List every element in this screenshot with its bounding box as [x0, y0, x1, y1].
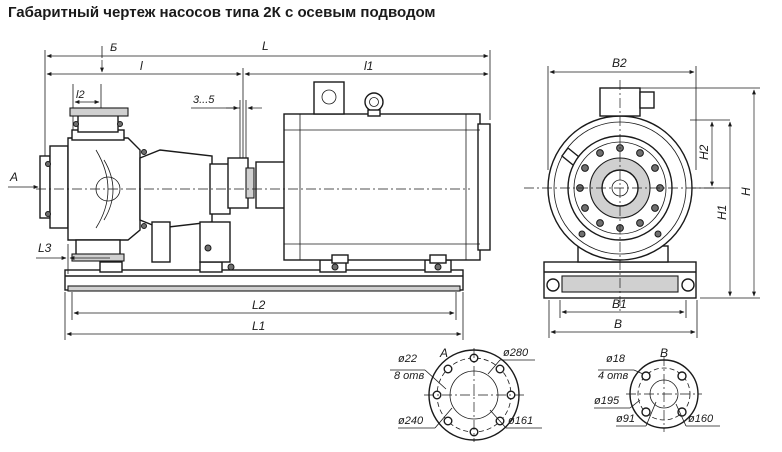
flange-a-hole-dia: ø22: [398, 353, 417, 365]
flange-b-hole-dia: ø18: [606, 353, 626, 365]
dim-b-small-label: Б: [110, 42, 117, 54]
baseplate: [64, 259, 464, 292]
flange-a-hole-count: 8 отв: [394, 370, 424, 382]
inlet-arrow: A: [8, 170, 39, 189]
dim-l2-bottom-label: L2: [252, 298, 266, 312]
dim-h2-label: H2: [697, 144, 711, 160]
top-dimensions: Б L l l1 l2 3...5: [44, 39, 491, 162]
end-view: B2 H2 H1 H B1 B: [524, 56, 760, 338]
flange-a: A ø22 8 отв ø280 ø240 ø161: [390, 346, 542, 442]
dim-h-label: H: [739, 187, 753, 196]
dim-l3: L3: [36, 241, 110, 274]
flange-b-hole-count: 4 отв: [598, 370, 628, 382]
electric-motor: [255, 81, 491, 264]
dim-l1-label: l1: [364, 59, 373, 73]
drawing-title: Габаритный чертеж насосов типа 2К с осев…: [8, 4, 436, 21]
flange-b-outer-dia: ø195: [594, 395, 620, 407]
dim-b2-label: B2: [612, 56, 627, 70]
side-view: Б L l l1 l2 3...5: [8, 39, 491, 340]
flange-a-inner-dia: ø161: [508, 415, 533, 427]
dim-l-total-label: L: [262, 39, 269, 53]
flange-b: B ø18 4 отв ø195 ø91 ø160: [594, 346, 720, 432]
flange-b-label: B: [660, 346, 668, 360]
dim-h1-label: H1: [715, 205, 729, 220]
flange-a-bolt-circle: ø240: [398, 415, 424, 427]
flange-a-outer-dia: ø280: [503, 347, 529, 359]
dim-l-label: l: [140, 59, 143, 73]
flange-b-inner-dia: ø91: [616, 413, 635, 425]
dim-l1-bottom-label: L1: [252, 319, 265, 333]
dim-gap-label: 3...5: [193, 94, 215, 106]
flange-a-label: A: [439, 346, 448, 360]
dim-b1-label: B1: [612, 297, 627, 311]
dim-l3-label: L3: [38, 241, 52, 255]
bottom-dimensions: L2 L1: [64, 292, 464, 340]
dim-l2-label: l2: [76, 89, 85, 101]
pump: [39, 107, 255, 263]
flange-b-bolt-circle: ø160: [688, 413, 714, 425]
inlet-arrow-label: A: [9, 170, 18, 184]
dim-b-label: B: [614, 317, 622, 331]
